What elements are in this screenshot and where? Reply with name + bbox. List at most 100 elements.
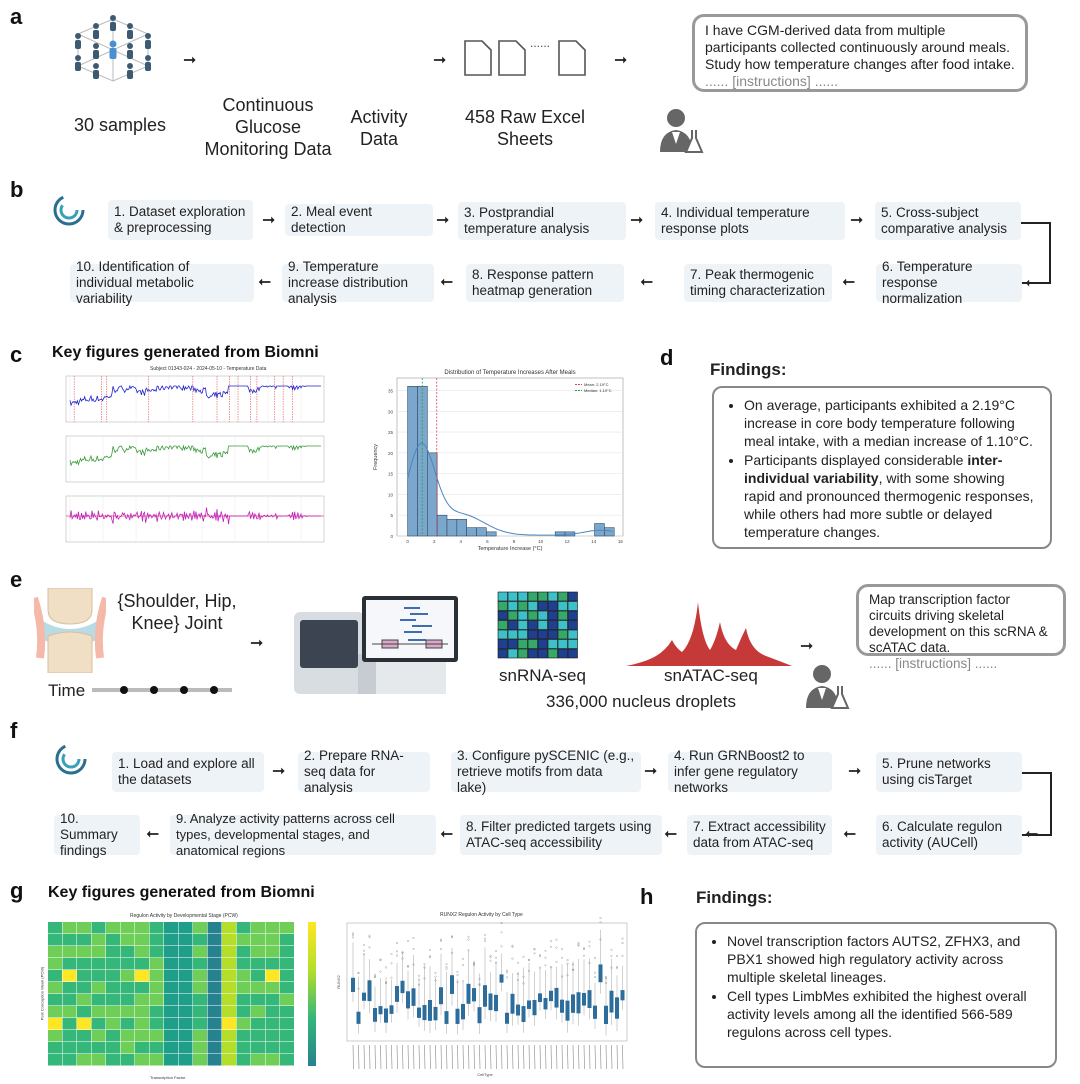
f-step-9: 9. Analyze activity patterns across cell…: [170, 811, 436, 858]
outlier: [550, 966, 552, 969]
box: [609, 990, 614, 1013]
x-tick-label: 2: [433, 539, 436, 544]
histogram-bar: [466, 527, 477, 537]
heatmap-cell: [149, 1018, 164, 1030]
heatmap-cell: [164, 958, 178, 970]
b-step-7: 7. Peak thermogenic timing characterizat…: [684, 264, 832, 302]
outlier: [500, 922, 503, 924]
heatmap-cell: [207, 994, 222, 1006]
panel-g-label: g: [10, 878, 24, 903]
x-tick-label: [583, 1044, 585, 1070]
temperature-histogram: Distribution of Temperature Increases Af…: [373, 370, 623, 552]
f-step-5: 5. Prune networks using cisTarget: [876, 752, 1022, 792]
outlier: [588, 961, 591, 964]
heatmap-cell: [164, 934, 178, 946]
heatmap-cell: [207, 934, 222, 946]
arrow-icon: ➞: [262, 212, 276, 229]
heatmap-cell: [251, 1054, 265, 1066]
biomni-logo-icon: [53, 194, 85, 226]
grid-cell: [507, 639, 518, 649]
prompt-text: I have CGM-derived data from multiple pa…: [705, 22, 1015, 72]
outlier: [363, 953, 365, 956]
histogram-bar: [436, 514, 448, 537]
box: [576, 992, 581, 1014]
heatmap-cell: [91, 946, 106, 958]
heatmap-cell: [164, 1018, 178, 1030]
y-tick-label: 0: [390, 534, 393, 539]
instructions-text: ...... [instructions] ......: [705, 73, 839, 89]
outlier: [572, 968, 574, 971]
heatmap-cell: [91, 1030, 106, 1042]
grid-cell: [497, 639, 508, 649]
arrow-icon: ➞: [272, 763, 286, 780]
outlier: [473, 962, 475, 965]
heatmap-cell: [236, 946, 251, 958]
outlier: [363, 943, 365, 946]
heatmap-cell: [222, 934, 236, 946]
outlier: [577, 944, 580, 947]
x-tick-label: [578, 1044, 580, 1070]
heatmap-cell: [280, 958, 294, 970]
x-tick-label: [424, 1044, 426, 1070]
arrow-icon: ➞: [146, 825, 160, 842]
heatmap-cell: [62, 934, 77, 946]
x-tick-label: [594, 1044, 596, 1070]
outlier: [451, 936, 453, 939]
heatmap-cell: [120, 994, 135, 1006]
grid-cell: [547, 629, 558, 640]
heatmap-cell: [207, 982, 222, 994]
box: [400, 980, 405, 994]
grid-cell: [527, 610, 538, 621]
heatmap-cell: [265, 994, 280, 1006]
connector-line: [1022, 772, 1052, 836]
outlier: [418, 983, 420, 986]
timeline-icon: [92, 686, 232, 694]
outlier: [610, 966, 613, 969]
heatmap-cell: [207, 1018, 222, 1030]
arrow-icon: ➞: [1025, 274, 1039, 291]
x-tick-label: [391, 1044, 393, 1070]
heatmap-cell: [77, 970, 91, 982]
heatmap-cell: [265, 1018, 280, 1030]
box: [560, 999, 564, 1013]
f-step-1: 1. Load and explore all the datasets: [112, 752, 264, 792]
heatmap-cell: [222, 1054, 236, 1066]
grid-cell: [517, 648, 528, 659]
outlier: [561, 948, 563, 951]
outlier: [517, 978, 519, 981]
outlier: [533, 948, 536, 951]
heatmap-cell: [265, 922, 280, 934]
snrna-seq-grid: [497, 591, 578, 659]
heatmap-cell: [77, 922, 91, 934]
arrow-icon: ➞: [843, 825, 857, 842]
heatmap-cell: [106, 994, 120, 1006]
heatmap-cell: [106, 1018, 120, 1030]
grid-cell: [547, 648, 558, 659]
grid-cell: [547, 601, 558, 611]
heatmap-cell: [77, 1042, 91, 1054]
b-step-2: 2. Meal event detection: [285, 204, 433, 236]
heatmap-cell: [280, 970, 294, 982]
panel-c-title: Key figures generated from Biomni: [52, 344, 319, 361]
outlier: [594, 976, 596, 979]
outlier: [544, 949, 547, 952]
arrow-icon: ➞: [630, 212, 644, 229]
heatmap-cell: [48, 946, 62, 958]
heatmap-cell: [77, 1054, 91, 1066]
box: [439, 987, 443, 1005]
grid-cell: [567, 591, 578, 602]
heatmap-cell: [265, 982, 280, 994]
box: [488, 993, 493, 1011]
box: [428, 999, 432, 1021]
heatmap-cell: [236, 1006, 251, 1018]
outlier: [434, 979, 437, 982]
boxplot-title: RUNX2 Regulon Activity by Cell Type: [440, 912, 523, 918]
x-tick-label: 4: [460, 539, 463, 544]
outlier: [484, 933, 486, 936]
biomni-logo-icon: [55, 743, 87, 775]
outlier: [467, 935, 470, 938]
kde-curve: [407, 442, 613, 536]
outlier: [489, 954, 492, 957]
joints-label: {Shoulder, Hip, Knee} Joint: [117, 591, 237, 633]
outlier: [478, 984, 481, 986]
